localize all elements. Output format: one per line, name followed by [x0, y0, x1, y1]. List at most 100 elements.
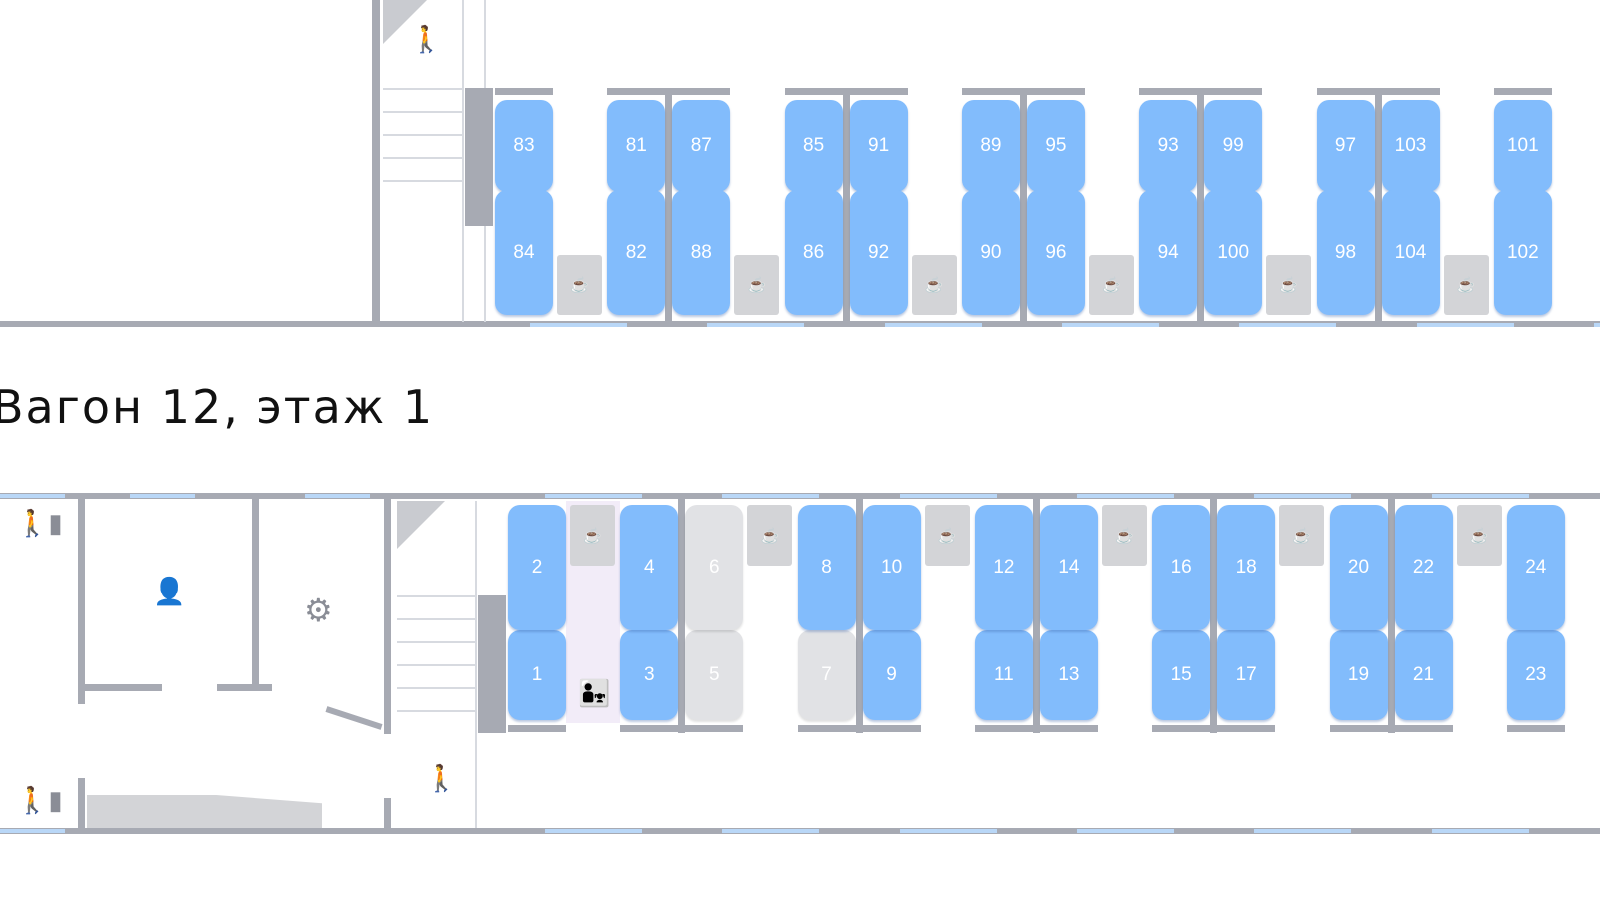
seat-99[interactable]: 99	[1204, 100, 1263, 192]
seat-19[interactable]: 19	[1329, 630, 1388, 720]
seat-101[interactable]: 101	[1493, 100, 1552, 192]
seat-87[interactable]: 87	[672, 100, 731, 192]
seat-9[interactable]: 9	[862, 630, 921, 720]
seat-93[interactable]: 93	[1139, 100, 1198, 192]
window	[1076, 494, 1174, 498]
window	[305, 494, 370, 498]
compartment-divider	[1387, 499, 1395, 733]
seat-103[interactable]: 103	[1381, 100, 1440, 192]
window	[1061, 323, 1159, 327]
stairs-block	[478, 595, 506, 733]
stair-step	[397, 664, 475, 666]
seat-97[interactable]: 97	[1316, 100, 1375, 192]
seat-104[interactable]: 104	[1381, 190, 1440, 315]
compartment-divider	[1019, 88, 1027, 322]
seat-10[interactable]: 10	[862, 505, 921, 630]
window	[707, 323, 805, 327]
seat-4[interactable]: 4	[620, 505, 679, 630]
exit-door-icon: 🚶▮	[16, 785, 63, 815]
window	[899, 494, 997, 498]
seat-86[interactable]: 86	[784, 190, 843, 315]
compartment-divider	[1210, 499, 1218, 733]
seat-20[interactable]: 20	[1329, 505, 1388, 630]
seat-1[interactable]: 1	[508, 630, 566, 720]
seat-24[interactable]: 24	[1506, 505, 1565, 630]
seat-102[interactable]: 102	[1493, 190, 1552, 315]
seat-95[interactable]: 95	[1026, 100, 1085, 192]
seat-21[interactable]: 21	[1394, 630, 1453, 720]
stairs-landing	[397, 501, 445, 549]
stair-step	[397, 595, 475, 597]
stairs-edge	[462, 0, 464, 322]
seat-11[interactable]: 11	[974, 630, 1033, 720]
coffee-cup-icon: ☕	[570, 505, 615, 566]
compartment-wall	[508, 725, 566, 732]
stairs-landing	[383, 0, 427, 44]
coffee-cup-icon: ☕	[1088, 255, 1134, 315]
seat-8[interactable]: 8	[797, 505, 856, 630]
seat-98[interactable]: 98	[1316, 190, 1375, 315]
seat-84[interactable]: 84	[495, 190, 553, 315]
seat-18[interactable]: 18	[1217, 505, 1276, 630]
window	[1593, 323, 1600, 327]
stair-step	[383, 111, 463, 113]
seat-96[interactable]: 96	[1026, 190, 1085, 315]
seat-13[interactable]: 13	[1039, 630, 1098, 720]
seat-92[interactable]: 92	[849, 190, 908, 315]
seat-12[interactable]: 12	[974, 505, 1033, 630]
seat-83[interactable]: 83	[495, 100, 553, 192]
seat-91[interactable]: 91	[849, 100, 908, 192]
door-leaf	[325, 706, 383, 730]
seat-94[interactable]: 94	[1139, 190, 1198, 315]
window	[1239, 323, 1337, 327]
window	[1254, 494, 1352, 498]
window	[884, 323, 982, 327]
compartment-wall	[1493, 88, 1552, 95]
coffee-cup-icon: ☕	[911, 255, 957, 315]
seat-2[interactable]: 2	[508, 505, 566, 630]
stairs-walker-icon: 🚶	[425, 763, 458, 793]
compartment-wall	[495, 88, 553, 95]
window	[1431, 829, 1529, 833]
window	[545, 494, 642, 498]
coffee-cup-icon: ☕	[557, 255, 602, 315]
gear-icon[interactable]: ⚙	[304, 592, 333, 628]
seat-81[interactable]: 81	[607, 100, 666, 192]
seat-22[interactable]: 22	[1394, 505, 1453, 630]
coffee-cup-icon: ☕	[1443, 255, 1489, 315]
seat-5[interactable]: 5	[685, 630, 744, 720]
seat-82[interactable]: 82	[607, 190, 666, 315]
stairs-walker-icon: 🚶	[410, 24, 443, 54]
seat-6[interactable]: 6	[685, 505, 744, 630]
seat-3[interactable]: 3	[620, 630, 679, 720]
window	[0, 829, 65, 833]
room-wall	[384, 798, 391, 828]
seat-17[interactable]: 17	[1217, 630, 1276, 720]
window	[130, 494, 195, 498]
seat-88[interactable]: 88	[672, 190, 731, 315]
seat-7[interactable]: 7	[797, 630, 856, 720]
window	[0, 494, 65, 498]
seat-100[interactable]: 100	[1204, 190, 1263, 315]
coffee-cup-icon: ☕	[1456, 505, 1502, 566]
seat-89[interactable]: 89	[961, 100, 1020, 192]
compartment-divider	[678, 499, 686, 733]
window	[899, 829, 997, 833]
exit-door-icon: 🚶▮	[16, 508, 63, 538]
seat-85[interactable]: 85	[784, 100, 843, 192]
seat-23[interactable]: 23	[1506, 630, 1565, 720]
coffee-cup-icon: ☕	[747, 505, 793, 566]
stair-step	[397, 618, 475, 620]
seat-16[interactable]: 16	[1152, 505, 1211, 630]
seat-90[interactable]: 90	[961, 190, 1020, 315]
room-wall	[78, 778, 85, 828]
room-wall	[217, 684, 272, 691]
coffee-cup-icon: ☕	[1279, 505, 1325, 566]
stair-step	[397, 641, 475, 643]
room-wall	[384, 499, 391, 734]
seat-15[interactable]: 15	[1152, 630, 1211, 720]
window	[1076, 829, 1174, 833]
window	[530, 323, 627, 327]
stairs-edge	[475, 501, 477, 828]
seat-14[interactable]: 14	[1039, 505, 1098, 630]
